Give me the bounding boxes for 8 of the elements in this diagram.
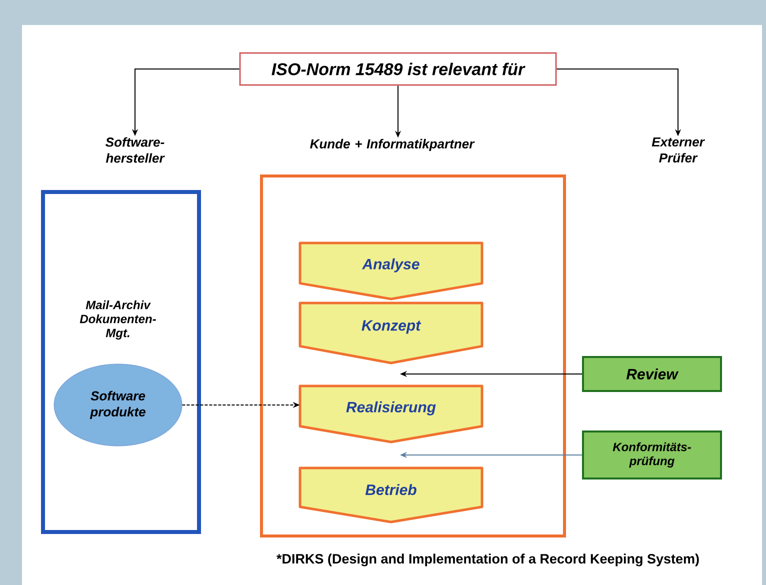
group-heading: Software- hersteller bbox=[106, 137, 165, 163]
process-frame bbox=[260, 174, 566, 538]
check-box: Review bbox=[582, 356, 722, 392]
group-heading: Kunde + Informatikpartner bbox=[310, 138, 475, 152]
title-box: ISO-Norm 15489 ist relevant für bbox=[239, 52, 557, 86]
caption: *DIRKS (Design and Implementation of a Record Keeping System) bbox=[276, 554, 699, 566]
check-box: Konformitäts- prüfung bbox=[582, 430, 722, 480]
group-heading: Externer Prüfer bbox=[652, 137, 705, 163]
